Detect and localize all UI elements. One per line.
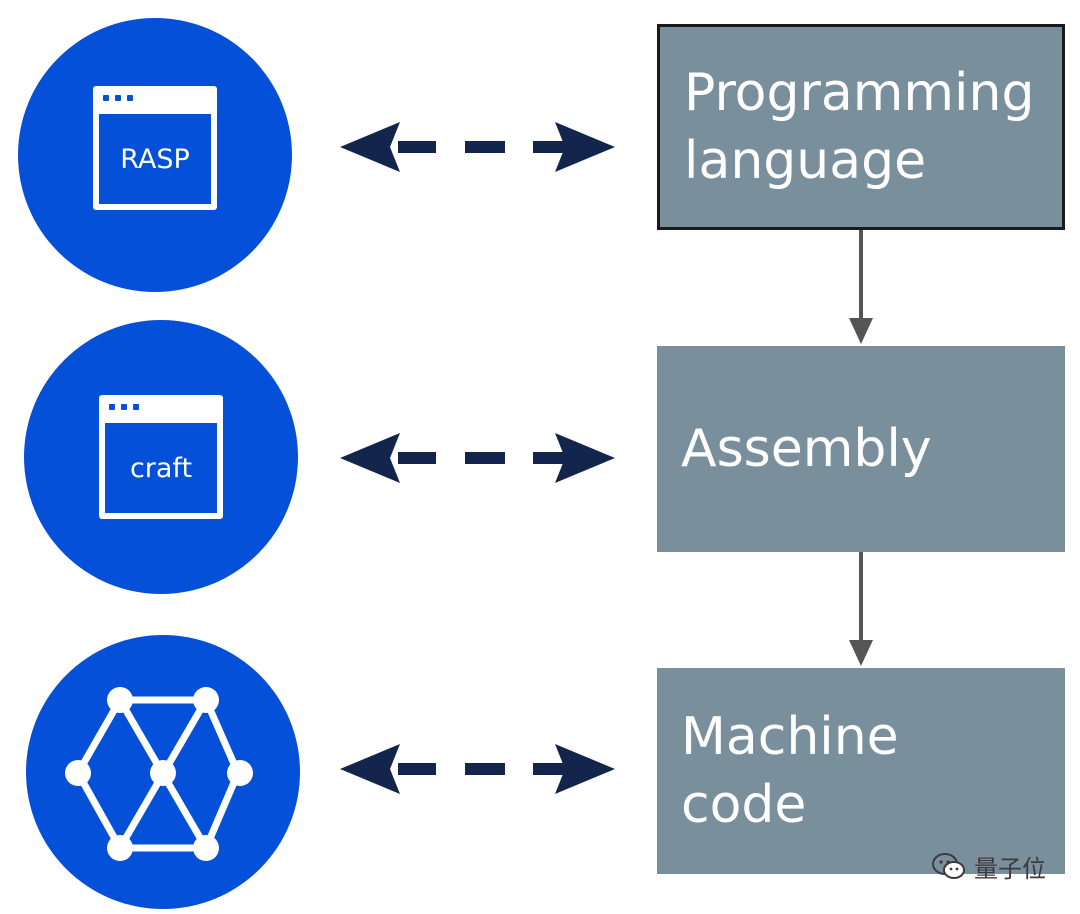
down-arrow-2 bbox=[849, 552, 873, 666]
rasp-circle: RASP bbox=[18, 18, 292, 292]
watermark: 量子位 bbox=[932, 849, 1046, 884]
wechat-logo-icon bbox=[932, 852, 965, 879]
craft-label: craft bbox=[105, 423, 217, 513]
double-headed-dashed-arrow-icon bbox=[340, 744, 615, 794]
hexagonal-network-graph-icon bbox=[65, 687, 253, 861]
browser-window-icon: craft bbox=[99, 395, 223, 519]
down-arrow-1 bbox=[849, 230, 873, 344]
machine-code-box: Machine code bbox=[657, 668, 1065, 874]
network-circle bbox=[26, 635, 300, 909]
machine-code-label: Machine code bbox=[681, 707, 899, 835]
programming-language-label: Programming language bbox=[684, 63, 1035, 191]
assembly-label: Assembly bbox=[681, 419, 932, 479]
programming-language-box: Programming language bbox=[657, 24, 1065, 230]
double-headed-dashed-arrow-icon bbox=[340, 433, 615, 483]
browser-window-icon: RASP bbox=[93, 86, 217, 210]
craft-circle: craft bbox=[24, 320, 298, 594]
assembly-box: Assembly bbox=[657, 346, 1065, 552]
rasp-label: RASP bbox=[99, 114, 211, 204]
watermark-text: 量子位 bbox=[974, 855, 1046, 883]
double-headed-dashed-arrow-icon bbox=[340, 122, 615, 172]
